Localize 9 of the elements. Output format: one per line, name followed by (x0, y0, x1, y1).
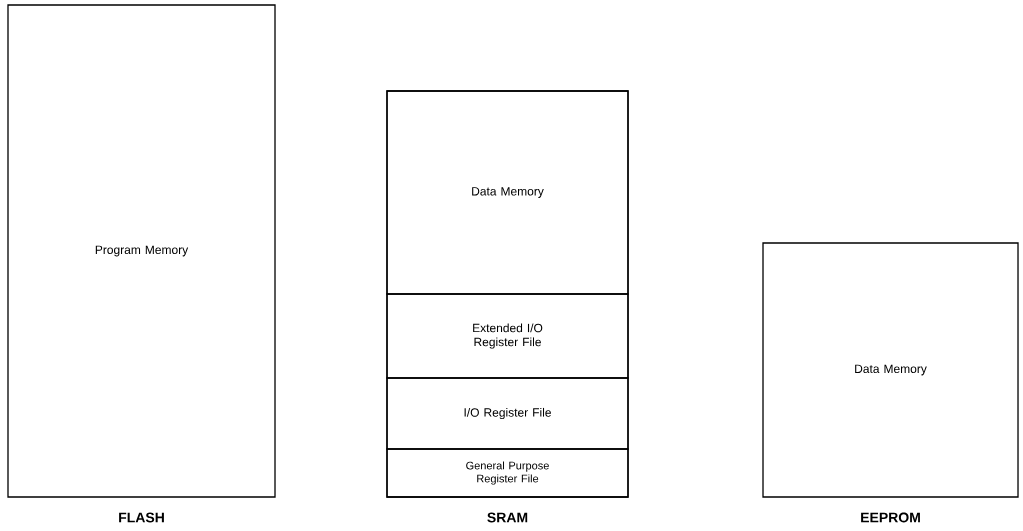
memory-region: Extended I/O Register File (386, 293, 629, 379)
memory-label: EEPROM (861, 512, 920, 523)
memory-region: Data Memory (386, 90, 629, 295)
memory-region: I/O Register File (386, 377, 629, 450)
memory-region: General Purpose Register File (386, 448, 629, 498)
memory-block: Program Memory (7, 4, 276, 498)
memory-label: FLASH (119, 512, 164, 523)
memory-label: SRAM (487, 512, 528, 523)
memory-block: Data Memory (762, 242, 1019, 498)
